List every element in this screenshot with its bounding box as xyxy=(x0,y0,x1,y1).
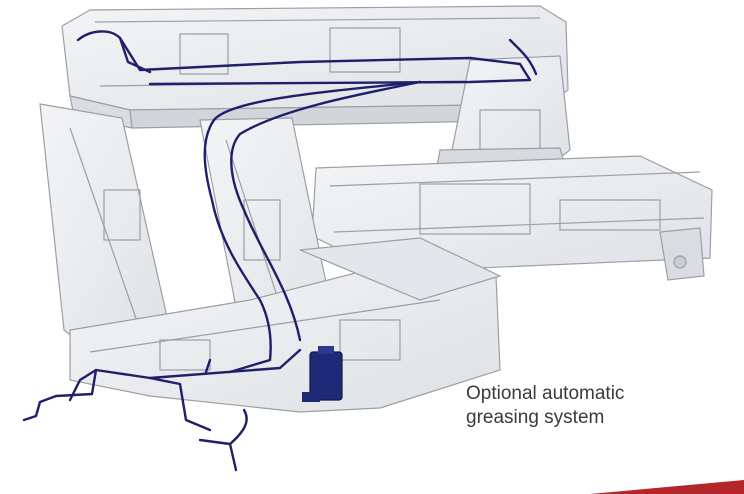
grease-lines xyxy=(22,30,538,472)
base-chassis xyxy=(69,237,502,413)
caption-label: Optional automatic greasing system xyxy=(466,383,625,428)
grease-pump-icon xyxy=(302,346,343,402)
left-column xyxy=(39,103,171,351)
